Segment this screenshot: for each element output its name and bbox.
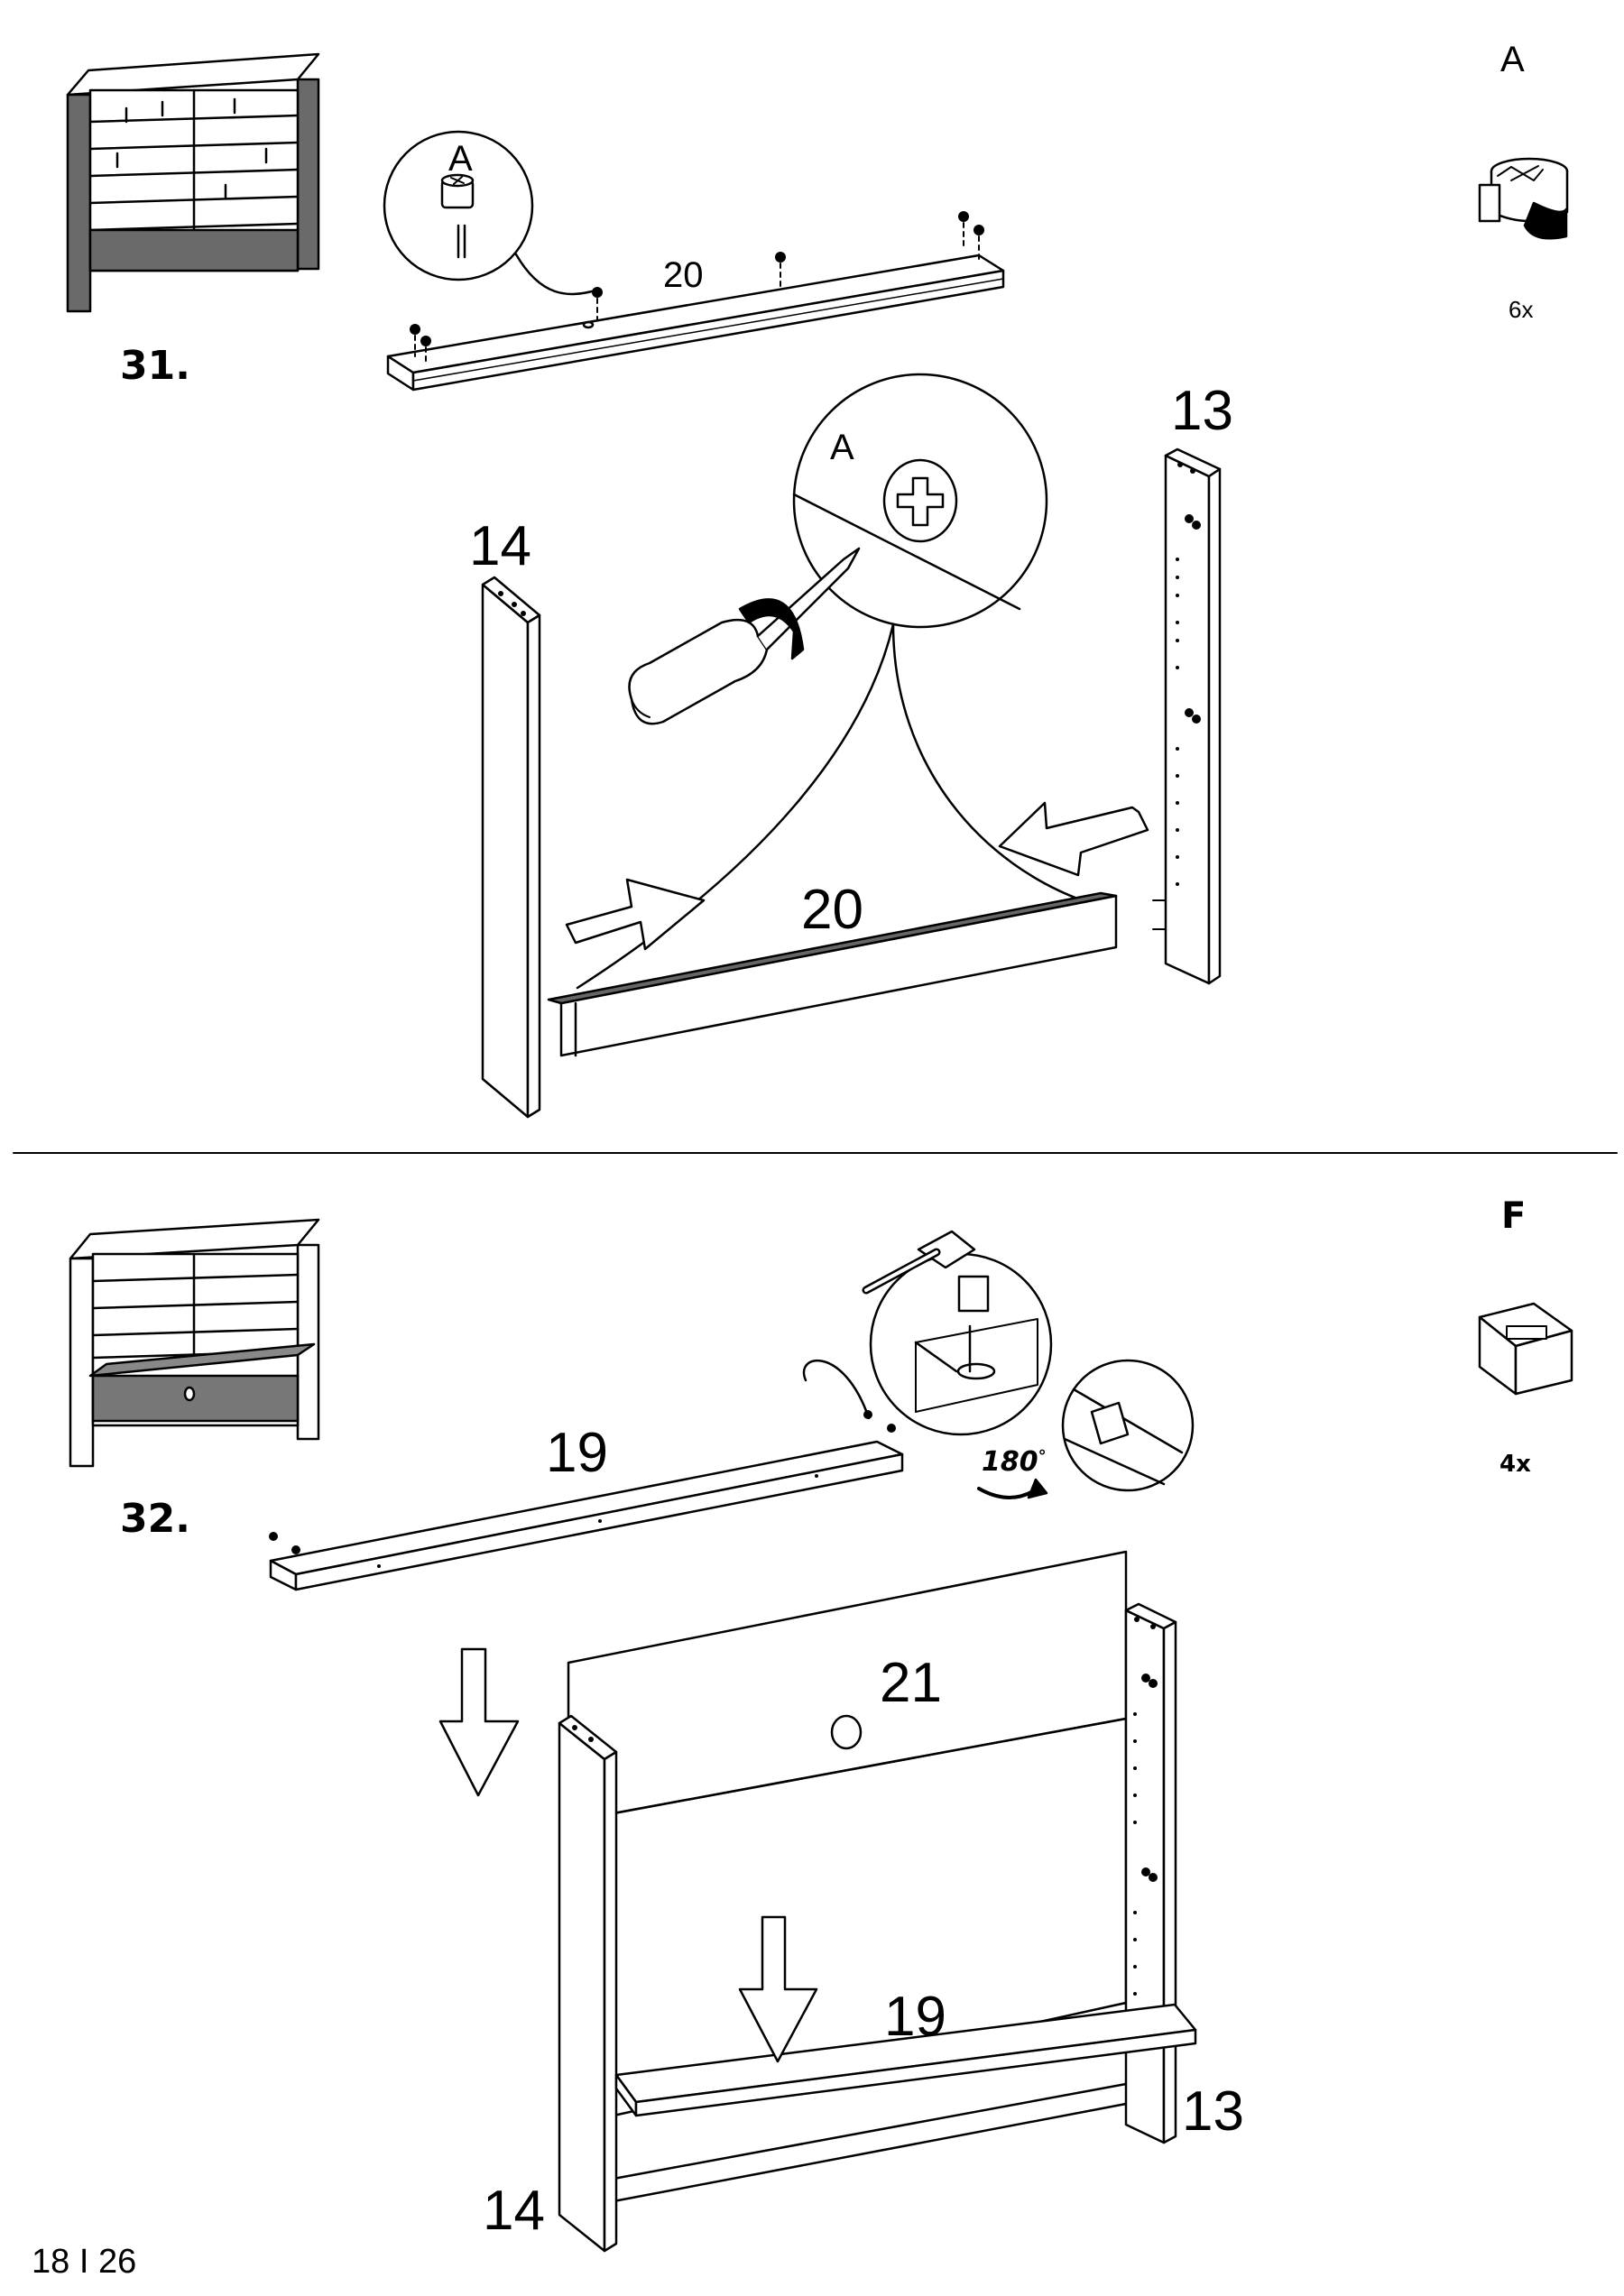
hardware-letter-a: A — [1500, 40, 1525, 79]
step-number-31: 31. — [120, 343, 190, 389]
part-label-13: 13 — [1171, 380, 1233, 442]
panel-14-step31 — [481, 576, 541, 1119]
shelf-clip-icon — [1478, 1302, 1573, 1396]
arrow-right-31 — [565, 878, 706, 951]
panel-13-step32 — [1124, 1602, 1177, 2144]
rail-20-top — [386, 211, 1005, 392]
shelf-19-top — [269, 1359, 904, 1591]
rail-label-top: 20 — [663, 255, 704, 295]
cam-lock-icon — [1478, 157, 1569, 240]
rail-20-front — [547, 891, 1118, 1057]
callout-letter-screw: A — [830, 428, 854, 467]
shelf-label-top: 19 — [546, 1422, 608, 1484]
part-label-20: 20 — [801, 879, 863, 941]
overview-thumbnail-32 — [69, 1218, 320, 1468]
hardware-quantity-a: 6x — [1509, 296, 1534, 323]
part-label-14-step32: 14 — [483, 2180, 545, 2242]
part-label-21: 21 — [880, 1652, 942, 1714]
callout-circle-screw — [576, 373, 1089, 990]
callout-circle-cam — [383, 130, 597, 296]
panel-14-step32 — [558, 1714, 618, 2253]
screwdriver-icon — [628, 547, 861, 725]
arrow-down-inner-32 — [738, 1915, 818, 2063]
panel-13-step31 — [1152, 447, 1222, 985]
part-label-14: 14 — [469, 515, 531, 577]
callout-circle-clip-result — [1061, 1359, 1195, 1492]
part-label-19: 19 — [884, 1986, 946, 2048]
back-panel-21 — [567, 1550, 1128, 2203]
step-number-32: 32. — [120, 1496, 190, 1542]
rotate-arrow-icon — [977, 1478, 1048, 1499]
arrow-left-31 — [998, 801, 1149, 877]
shelf-19-inside — [614, 2003, 1197, 2117]
rotation-label: 180° — [982, 1446, 1047, 1478]
hardware-quantity-f: 4x — [1499, 1451, 1531, 1478]
callout-letter-top: A — [448, 139, 473, 179]
overview-thumbnail-31 — [66, 52, 320, 313]
part-label-13-step32: 13 — [1182, 2080, 1244, 2143]
hardware-letter-f: F — [1501, 1195, 1527, 1237]
page-number: 18 I 26 — [32, 2243, 137, 2281]
arrow-down-left-32 — [438, 1647, 520, 1797]
callout-circle-clip — [862, 1230, 1053, 1436]
